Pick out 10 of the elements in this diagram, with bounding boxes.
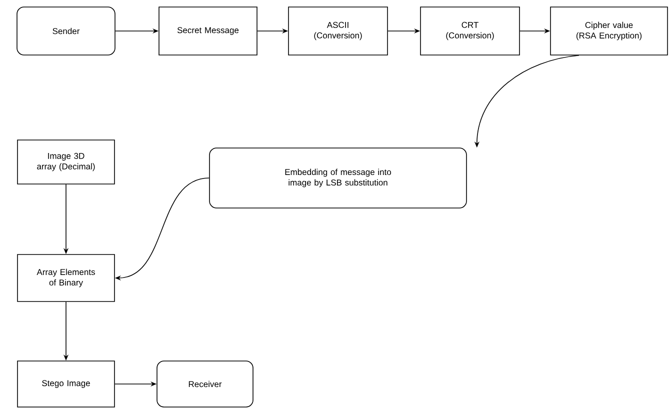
- terminal-box: Sender: [16, 6, 116, 56]
- process-box: Image 3D array (Decimal): [17, 140, 115, 184]
- process-box: Stego Image: [17, 360, 115, 408]
- process-box: Embedding of message into image by LSB substitution: [209, 148, 467, 208]
- process-box: Array Elements of Binary: [17, 254, 115, 302]
- process-box: CRT (Conversion): [420, 6, 520, 56]
- terminal-box: Receiver: [156, 360, 254, 408]
- process-box: Cipher value (RSA Encryption): [550, 6, 668, 56]
- process-box: ASCII (Conversion): [288, 6, 388, 56]
- process-box: Secret Message: [158, 6, 258, 56]
